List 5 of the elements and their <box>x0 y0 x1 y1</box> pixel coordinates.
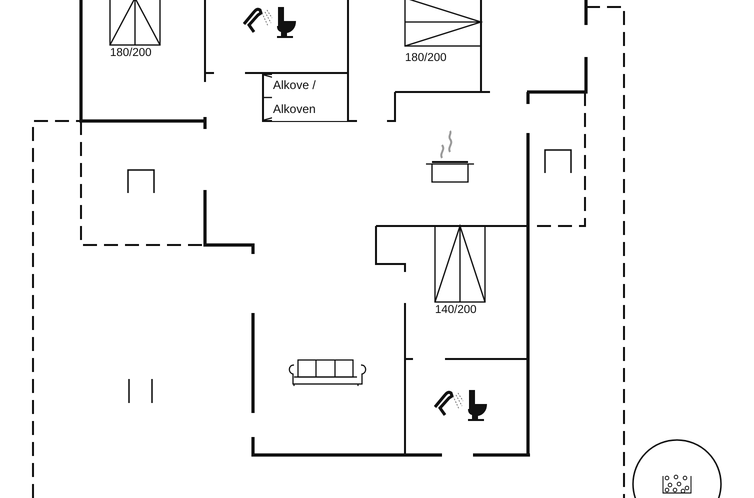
bed-size-label: 140/200 <box>435 305 477 316</box>
alcove-bed <box>262 73 349 122</box>
alcove-label: Alkove / Alkoven <box>272 74 347 121</box>
bed-size-label: 180/200 <box>405 53 447 64</box>
bed-size-label: 180/200 <box>110 48 152 60</box>
